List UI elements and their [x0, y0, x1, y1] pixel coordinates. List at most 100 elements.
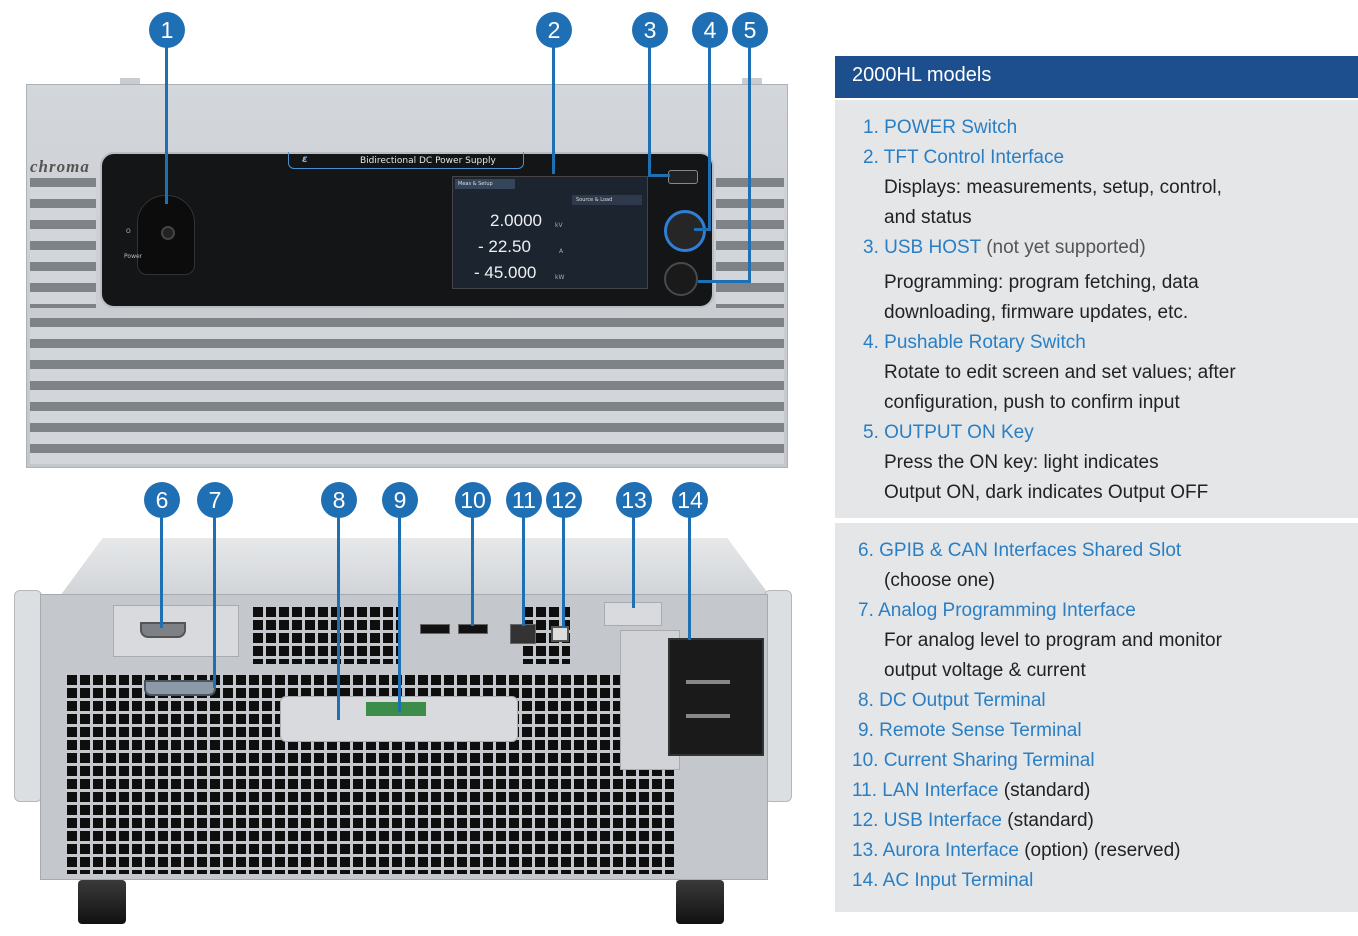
output-on-key[interactable] — [664, 262, 698, 296]
info-item-12: 12. USB Interface (standard) — [852, 810, 1094, 832]
item-note: (not yet supported) — [986, 237, 1146, 258]
item-title: GPIB & CAN Interfaces Shared Slot — [879, 540, 1182, 561]
usb-host-port[interactable] — [668, 170, 698, 184]
callout-11: 11 — [506, 482, 542, 518]
item-number: 6. — [858, 540, 874, 561]
callout-5-leader-h — [698, 280, 751, 283]
front-vent-slats — [30, 318, 784, 464]
ac-input-terminal[interactable] — [668, 638, 764, 756]
info-item-3: 3. USB HOST (not yet supported) — [863, 237, 1146, 259]
callout-7-leader — [213, 516, 216, 688]
info-section-front — [835, 100, 1358, 518]
lan-port[interactable] — [510, 624, 536, 644]
screen-power: - 45.000 — [474, 263, 537, 282]
info-item-5: 5. OUTPUT ON Key — [863, 422, 1034, 444]
info-item-1: 1. POWER Switch — [863, 117, 1017, 139]
item-desc: downloading, firmware updates, etc. — [884, 302, 1189, 323]
gpib-can-connector[interactable] — [140, 622, 186, 638]
usb-port[interactable] — [551, 626, 569, 642]
callout-2: 2 — [536, 12, 572, 48]
screen-voltage: 2.0000 — [490, 211, 542, 230]
item-number: 8. — [858, 690, 874, 711]
info-item-9: 9. Remote Sense Terminal — [858, 720, 1082, 742]
brand-logo: chroma — [30, 157, 90, 176]
item-title: AC Input Terminal — [882, 870, 1034, 891]
item-title: Remote Sense Terminal — [879, 720, 1082, 741]
callout-2-leader — [552, 46, 555, 174]
info-item-14: 14. AC Input Terminal — [852, 870, 1033, 892]
callout-11-leader — [522, 516, 525, 626]
item-title: TFT Control Interface — [883, 147, 1065, 168]
callout-10: 10 — [455, 482, 491, 518]
info-item-13: 13. Aurora Interface (option) (reserved) — [852, 840, 1180, 862]
callout-5: 5 — [732, 12, 768, 48]
item-number: 9. — [858, 720, 874, 741]
screen-mode-select[interactable]: Source & Load — [572, 195, 642, 205]
info-item-7: 7. Analog Programming Interface — [858, 600, 1136, 622]
callout-13-leader — [632, 516, 635, 608]
screen-menu-tab[interactable]: Meas & Setup — [455, 179, 515, 189]
callout-6-leader — [160, 516, 163, 628]
tft-screen[interactable] — [452, 176, 648, 289]
screen-current-unit: A — [559, 248, 564, 255]
item-number: 2. — [863, 147, 879, 168]
item-title: Current Sharing Terminal — [883, 750, 1095, 771]
item-number: 10. — [852, 750, 879, 771]
callout-1-leader — [165, 46, 168, 204]
item-title: Analog Programming Interface — [878, 600, 1136, 621]
callout-13: 13 — [616, 482, 652, 518]
item-number: 12. — [852, 810, 879, 831]
panel-title-frame — [288, 152, 524, 169]
item-number: 5. — [863, 422, 879, 443]
info-item-10: 10. Current Sharing Terminal — [852, 750, 1095, 772]
item-note: (standard) — [1003, 780, 1091, 801]
item-note: (standard) — [1007, 810, 1094, 831]
callout-14-leader — [688, 516, 691, 640]
foot-right — [676, 880, 724, 924]
item-desc: Rotate to edit screen and set values; af… — [884, 362, 1236, 383]
item-desc: Press the ON key: light indicates — [884, 452, 1159, 473]
rear-vent-grid-upper — [250, 604, 400, 664]
info-header — [835, 56, 1358, 98]
item-number: 11. — [852, 780, 878, 801]
rear-chassis-top — [60, 538, 770, 596]
analog-programming-connector[interactable] — [144, 680, 216, 696]
rotary-switch[interactable] — [664, 210, 706, 252]
item-number: 13. — [852, 840, 879, 861]
rear-handle-left — [14, 590, 42, 802]
item-number: 7. — [858, 600, 874, 621]
item-title: USB Interface — [883, 810, 1002, 831]
info-item-4: 4. Pushable Rotary Switch — [863, 332, 1086, 354]
rear-handle-right — [764, 590, 792, 802]
current-sharing-port-1[interactable] — [420, 624, 450, 634]
callout-7: 7 — [197, 482, 233, 518]
item-note: (option) (reserved) — [1024, 840, 1181, 861]
item-desc: For analog level to program and monitor — [884, 630, 1222, 651]
item-title: Aurora Interface — [882, 840, 1019, 861]
item-desc: (choose one) — [884, 570, 995, 591]
front-vent-left — [30, 178, 96, 308]
item-title: OUTPUT ON Key — [884, 422, 1034, 443]
item-title: Pushable Rotary Switch — [884, 332, 1086, 353]
front-chassis-ear-left — [120, 78, 140, 88]
remote-sense-terminal[interactable] — [366, 702, 426, 716]
info-item-2: 2. TFT Control Interface — [863, 147, 1064, 169]
callout-4: 4 — [692, 12, 728, 48]
power-switch[interactable] — [137, 195, 195, 275]
info-item-8: 8. DC Output Terminal — [858, 690, 1046, 712]
item-title: LAN Interface — [882, 780, 999, 801]
panel-logo-icon: ε — [302, 154, 308, 165]
callout-5-leader — [748, 46, 751, 282]
info-item-11: 11. LAN Interface (standard) — [852, 780, 1090, 802]
switch-off-label: O — [126, 228, 131, 235]
item-desc: configuration, push to confirm input — [884, 392, 1180, 413]
callout-3-leader — [648, 46, 651, 176]
callout-12: 12 — [546, 482, 582, 518]
item-number: 3. — [863, 237, 879, 258]
item-desc: output voltage & current — [884, 660, 1086, 681]
foot-left — [78, 880, 126, 924]
item-number: 14. — [852, 870, 879, 891]
item-desc: Programming: program fetching, data — [884, 272, 1199, 293]
callout-3: 3 — [632, 12, 668, 48]
item-title: DC Output Terminal — [879, 690, 1046, 711]
